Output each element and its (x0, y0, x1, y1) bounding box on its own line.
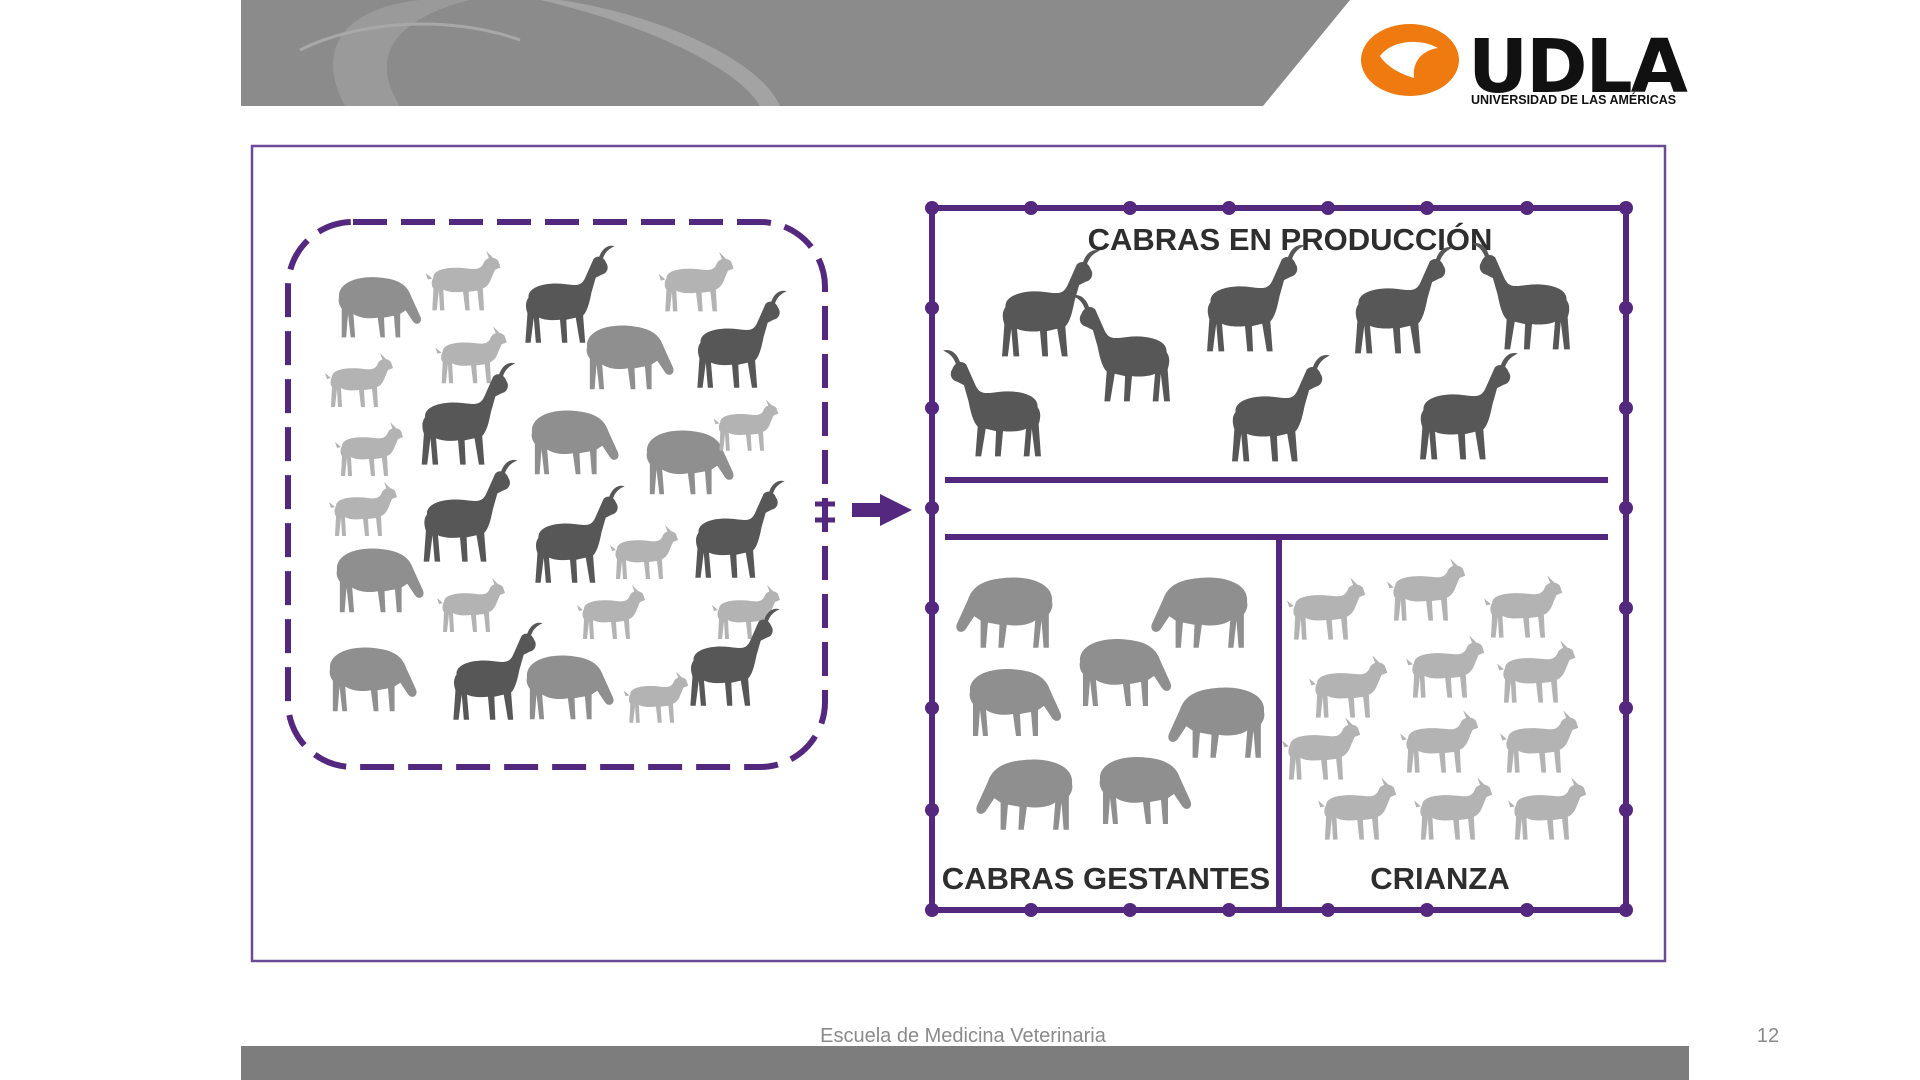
mixed-herd-group (285, 219, 835, 770)
goat-herd-icons (325, 245, 787, 723)
gate-connector (815, 501, 835, 523)
pens-group (929, 205, 1629, 913)
footer-bar (241, 1046, 1689, 1080)
label-pregnant: CABRAS GESTANTES (942, 861, 1270, 896)
pregnant-goat-icon (956, 577, 1265, 830)
pregnant-pen: CABRAS GESTANTES (942, 577, 1270, 896)
flow-arrow-icon (852, 494, 912, 526)
label-rearing: CRIANZA (1370, 861, 1510, 896)
rearing-pen: CRIANZA (1282, 558, 1587, 896)
brand-name: UDLA (1468, 24, 1688, 110)
header-banner (241, 0, 1350, 106)
mixed-herd-dashed-border (285, 219, 828, 770)
adult-goat-icon (943, 243, 1570, 462)
page-number: 12 (1757, 1025, 1779, 1047)
footer-text: Escuela de Medicina Veterinaria (820, 1025, 1107, 1047)
kid-goat-icon (1282, 558, 1587, 840)
diagram-frame (250, 144, 1667, 963)
fence-posts (925, 201, 1633, 917)
production-pen: CABRAS EN PRODUCCIÓN (943, 221, 1570, 462)
brand-subtitle: UNIVERSIDAD DE LAS AMÉRICAS (1471, 92, 1676, 107)
udla-swirl-icon (1361, 24, 1459, 96)
label-production: CABRAS EN PRODUCCIÓN (1088, 221, 1493, 257)
udla-logo: UDLA UNIVERSIDAD DE LAS AMÉRICAS (1361, 24, 1690, 110)
